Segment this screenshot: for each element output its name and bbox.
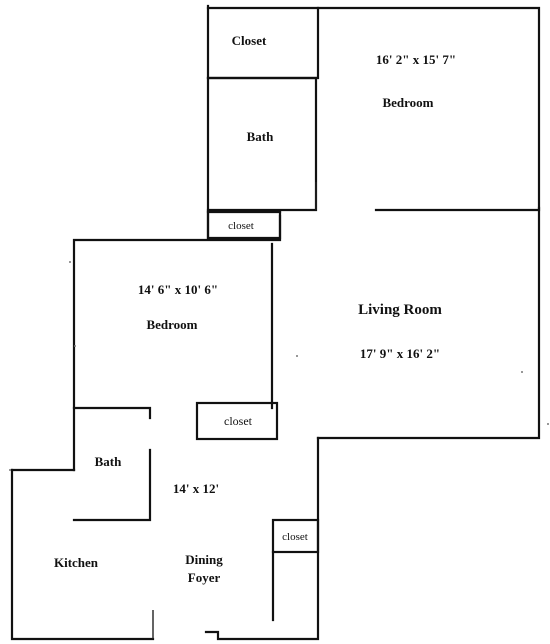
bath-top-label: Bath (247, 129, 275, 144)
bath-left-label: Bath (95, 454, 123, 469)
dining-label: Dining (185, 552, 223, 567)
scan-specks (9, 261, 549, 471)
foyer-label: Foyer (188, 570, 221, 585)
outer-walls (10, 4, 541, 641)
dining-dimensions: 14' x 12' (173, 481, 219, 496)
bedroom-top-label: Bedroom (382, 95, 433, 110)
living-room-dimensions: 17' 9" x 16' 2" (360, 346, 440, 361)
bedroom-left-label: Bedroom (146, 317, 197, 332)
interior-walls (72, 6, 541, 639)
bedroom-top-dimensions: 16' 2" x 15' 7" (376, 52, 456, 67)
kitchen-label: Kitchen (54, 555, 99, 570)
closet-mid-label: closet (224, 414, 253, 428)
closet-hall-label: closet (228, 220, 254, 232)
living-room-label: Living Room (358, 302, 442, 318)
closet-small-label: closet (282, 531, 308, 543)
bedroom-left-dimensions: 14' 6" x 10' 6" (138, 282, 218, 297)
closet-top-label: Closet (232, 33, 267, 48)
